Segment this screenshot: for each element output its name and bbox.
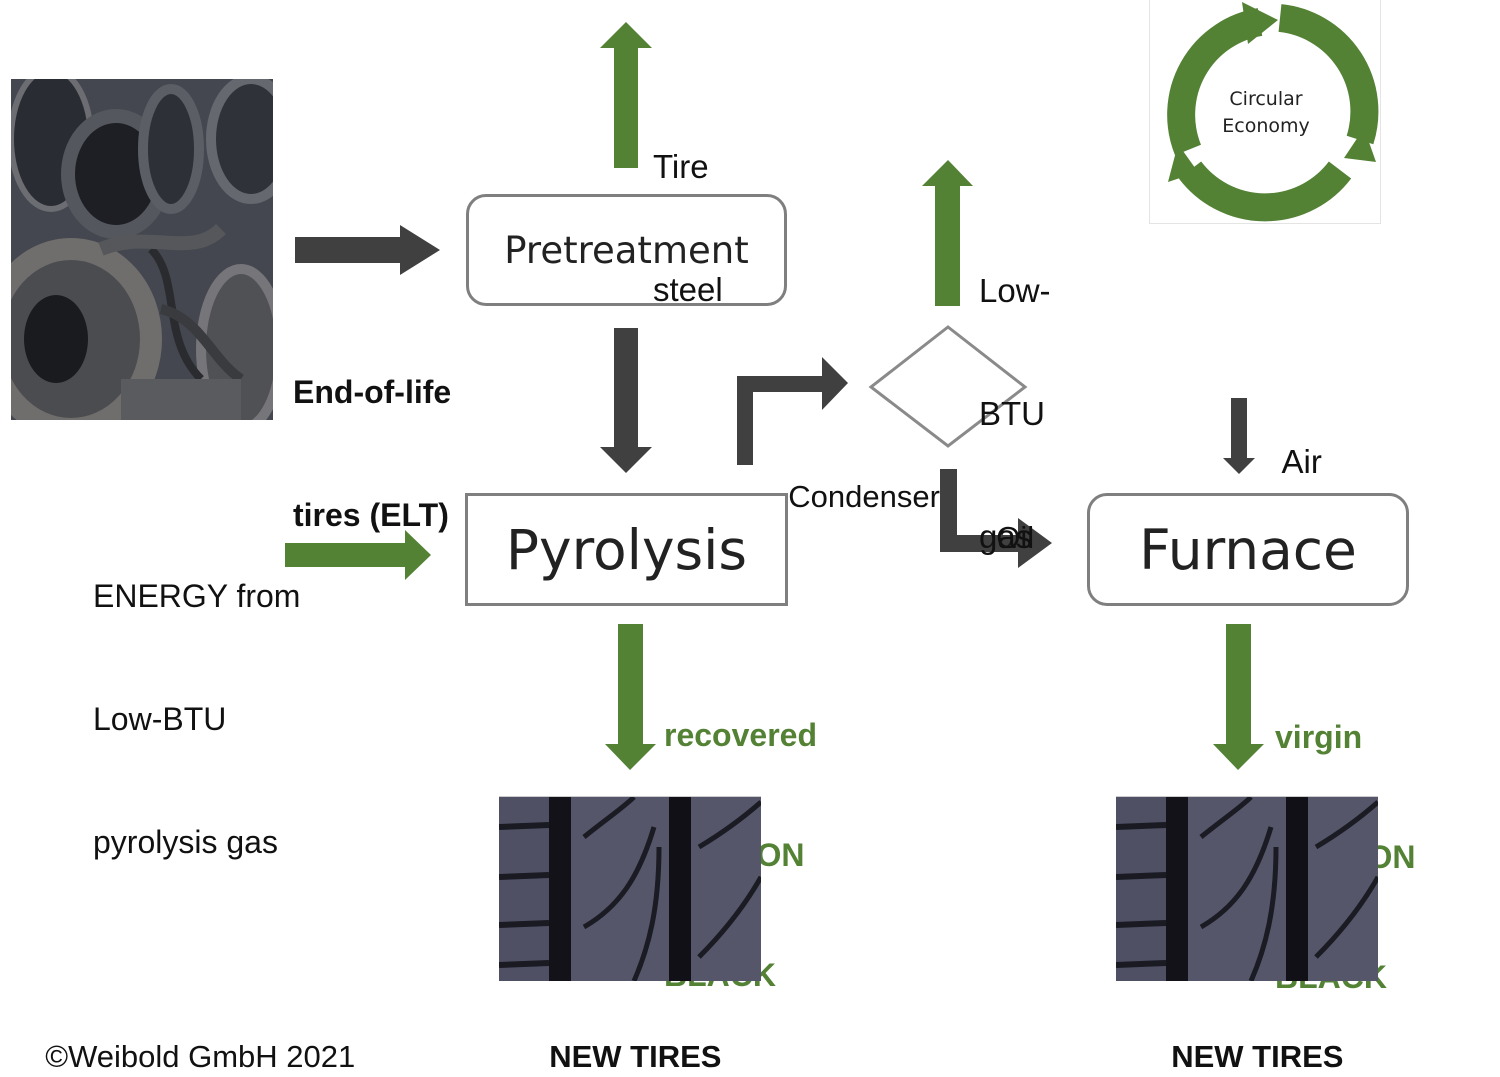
air-arrow	[1223, 398, 1255, 474]
new-tire-photo-left	[499, 796, 761, 981]
recovered-carbon-black-arrow	[605, 624, 656, 770]
copyright: ©Weibold GmbH 2021	[45, 1039, 356, 1074]
circular-economy-text: Circular Economy	[1222, 88, 1310, 137]
elt-photo	[11, 79, 273, 420]
low-btu-gas-arrow	[922, 160, 973, 306]
furnace-box: Furnace	[1087, 493, 1409, 606]
elt-to-pretreatment-arrow	[295, 225, 440, 275]
elt-label: End-of-life tires (ELT)	[293, 374, 452, 533]
energy-to-pyrolysis-arrow	[285, 530, 431, 580]
pyrolysis-box: Pyrolysis	[465, 493, 788, 606]
pretreatment-label: Pretreatment	[504, 228, 749, 272]
air-label: Air	[1281, 443, 1322, 480]
pyrolysis-label: Pyrolysis	[505, 517, 748, 582]
new-tires-label-left: NEW TIRES	[549, 1039, 722, 1074]
pyrolysis-to-condenser-arrow	[737, 357, 848, 465]
tire-steel-arrow	[600, 22, 652, 168]
new-tire-photo-right	[1116, 796, 1378, 981]
diagram-arrows	[285, 22, 1264, 770]
circular-arrows-icon	[1167, 2, 1379, 222]
oil-to-furnace-arrow	[940, 469, 1052, 568]
tire-steel-label: Tire steel	[653, 148, 723, 308]
pretreatment-box: Pretreatment	[466, 194, 787, 306]
condenser-diamond	[868, 325, 1028, 448]
oil-label: Oil	[996, 520, 1035, 555]
virgin-carbon-black-arrow	[1213, 624, 1264, 770]
condenser-label: Condenser	[788, 479, 940, 514]
pretreatment-to-pyrolysis-arrow	[600, 328, 652, 473]
furnace-label: Furnace	[1139, 517, 1357, 582]
low-btu-gas-label: Low- BTU gas	[979, 272, 1051, 555]
circular-economy-logo: Circular Economy	[1149, 0, 1381, 224]
new-tires-label-right: NEW TIRES	[1171, 1039, 1344, 1074]
energy-label: ENERGY from Low-BTU pyrolysis gas	[93, 578, 301, 860]
